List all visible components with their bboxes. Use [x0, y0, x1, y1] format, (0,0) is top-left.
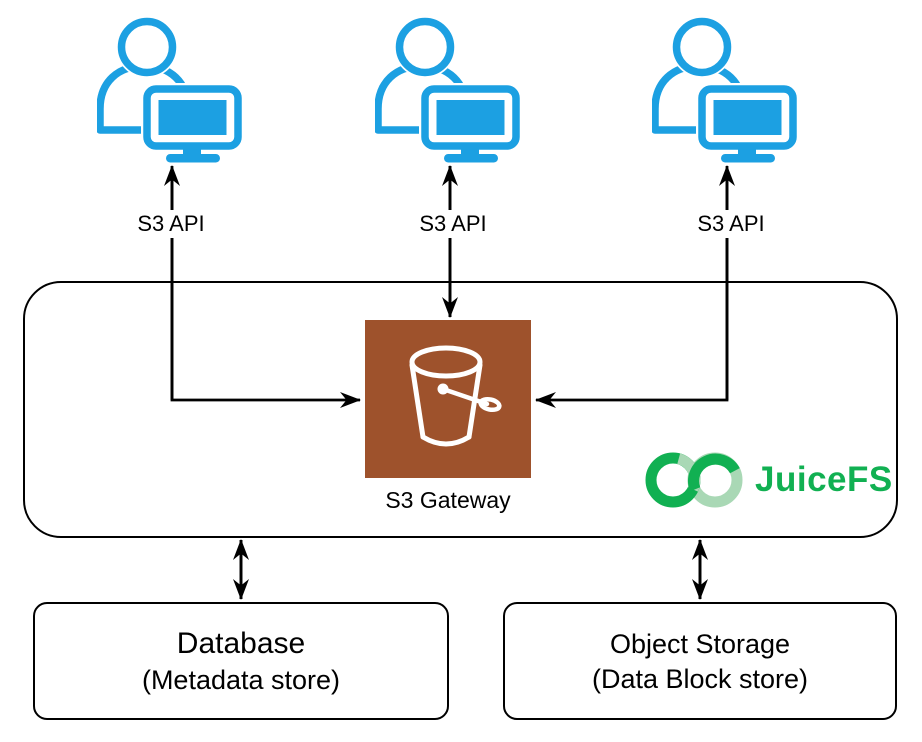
s3-bucket-icon: [409, 345, 502, 447]
juicefs-logo-text: JuiceFS: [755, 460, 893, 499]
object-storage-subtitle: (Data Block store): [591, 664, 809, 694]
database-title: Database: [176, 627, 306, 660]
s3-api-label-2: S3 API: [412, 210, 494, 238]
user-computer-icon: [374, 16, 523, 163]
s3-api-label-1: S3 API: [130, 210, 212, 238]
s3-api-label-3: S3 API: [690, 210, 772, 238]
object-storage-title: Object Storage: [609, 629, 791, 659]
database-box: Database (Metadata store): [33, 602, 449, 720]
s3-gateway-tile: [365, 320, 531, 478]
object-storage-box: Object Storage (Data Block store): [503, 602, 897, 720]
juicefs-infinity-icon: [645, 452, 743, 508]
database-subtitle: (Metadata store): [141, 665, 341, 695]
user-computer-icon: [96, 16, 245, 163]
client-node-2: [374, 13, 525, 163]
user-computer-icon: [651, 16, 800, 163]
client-node-3: [651, 13, 802, 163]
client-node-1: [96, 13, 247, 163]
juicefs-logo: JuiceFS: [643, 450, 893, 510]
s3-gateway-label: S3 Gateway: [385, 487, 511, 513]
